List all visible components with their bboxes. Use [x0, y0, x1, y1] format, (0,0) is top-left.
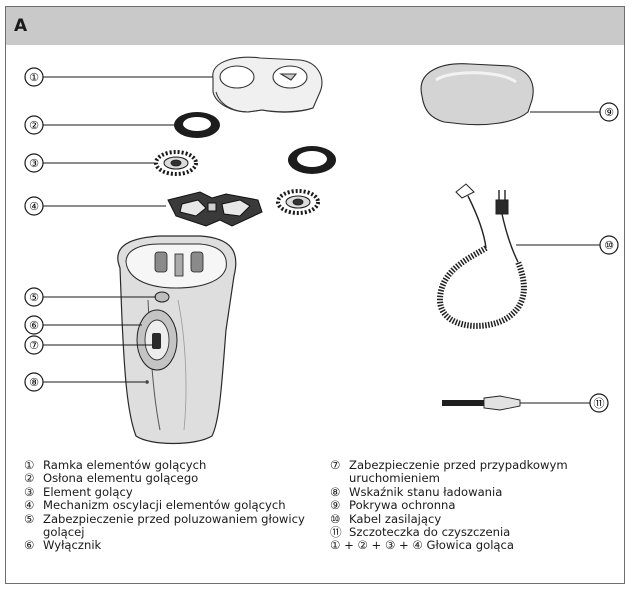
- legend-item: ④ Mechanizm oscylacji elementów golących: [24, 499, 314, 512]
- shaving-cover-drawing: [174, 112, 336, 174]
- legend-item: ⑤ Zabezpieczenie przed poluzowaniem głow…: [24, 513, 314, 540]
- legend-item: ⑩ Kabel zasilający: [330, 513, 620, 526]
- legend-text: Zabezpieczenie przed poluzowaniem głowic…: [43, 513, 314, 540]
- shaver-body-drawing: [118, 236, 236, 444]
- legend-item: ① + ② + ③ + ④ Głowica goląca: [330, 539, 620, 552]
- svg-text:⑤: ⑤: [29, 291, 39, 304]
- svg-text:①: ①: [29, 71, 39, 84]
- legend-number: ③: [24, 486, 43, 499]
- legend-text: Wyłącznik: [43, 539, 314, 552]
- legend-text-head-assembly: ① + ② + ③ + ④ Głowica goląca: [330, 539, 620, 552]
- svg-text:⑧: ⑧: [29, 376, 39, 389]
- legend-text: Mechanizm oscylacji elementów golących: [43, 499, 314, 512]
- callout-1: ①: [25, 68, 218, 86]
- legend-left-column: ① Ramka elementów golących ② Osłona elem…: [24, 459, 314, 553]
- legend-right-column: ⑦ Zabezpieczenie przed przypadkowym uruc…: [330, 459, 620, 553]
- legend-item: ⑧ Wskaźnik stanu ładowania: [330, 486, 620, 499]
- legend-number: ①: [24, 459, 43, 472]
- cleaning-brush-drawing: [442, 396, 590, 410]
- legend-item: ⑥ Wyłącznik: [24, 539, 314, 552]
- svg-text:⑪: ⑪: [594, 397, 605, 410]
- legend-item: ② Osłona elementu golącego: [24, 472, 314, 485]
- legend-item: ⑦ Zabezpieczenie przed przypadkowym uruc…: [330, 459, 620, 486]
- legend-number: ⑤: [24, 513, 43, 540]
- svg-text:③: ③: [29, 157, 39, 170]
- callout-9: ⑨: [530, 103, 618, 121]
- oscillation-mechanism-drawing: [168, 192, 262, 226]
- legend-item: ③ Element golący: [24, 486, 314, 499]
- legend-text: Pokrywa ochronna: [349, 499, 620, 512]
- callout-3: ③: [25, 154, 154, 172]
- callout-4: ④: [25, 197, 166, 215]
- legend-number: ⑪: [330, 526, 349, 539]
- legend-number: ⑥: [24, 539, 43, 552]
- legend-number: ⑧: [330, 486, 349, 499]
- legend-text: Element golący: [43, 486, 314, 499]
- legend-number: ⑦: [330, 459, 349, 486]
- shaver-parts-illustration: ① ② ③ ④: [0, 0, 634, 455]
- legend-item: ⑨ Pokrywa ochronna: [330, 499, 620, 512]
- shaving-frame-drawing: [213, 57, 322, 112]
- svg-text:⑦: ⑦: [29, 339, 39, 352]
- power-cable-drawing: [440, 184, 524, 326]
- legend-text: Kabel zasilający: [349, 513, 620, 526]
- svg-text:⑩: ⑩: [604, 239, 614, 252]
- legend-text: Ramka elementów golących: [43, 459, 314, 472]
- protective-cap-drawing: [421, 64, 533, 125]
- legend-text: Wskaźnik stanu ładowania: [349, 486, 620, 499]
- svg-text:⑥: ⑥: [29, 319, 39, 332]
- callout-11: ⑪: [590, 394, 608, 412]
- legend-text: Osłona elementu golącego: [43, 472, 314, 485]
- legend-number: ⑩: [330, 513, 349, 526]
- legend-text: Szczoteczka do czyszczenia: [349, 526, 620, 539]
- legend-item: ⑪ Szczoteczka do czyszczenia: [330, 526, 620, 539]
- legend-number: ②: [24, 472, 43, 485]
- legend-number: ⑨: [330, 499, 349, 512]
- svg-text:④: ④: [29, 200, 39, 213]
- legend-number: ④: [24, 499, 43, 512]
- legend-text: Zabezpieczenie przed przypadkowym urucho…: [349, 459, 620, 486]
- svg-text:②: ②: [29, 119, 39, 132]
- callout-2: ②: [25, 116, 176, 134]
- svg-text:⑨: ⑨: [604, 106, 614, 119]
- legend-item: ① Ramka elementów golących: [24, 459, 314, 472]
- callout-10: ⑩: [516, 236, 618, 254]
